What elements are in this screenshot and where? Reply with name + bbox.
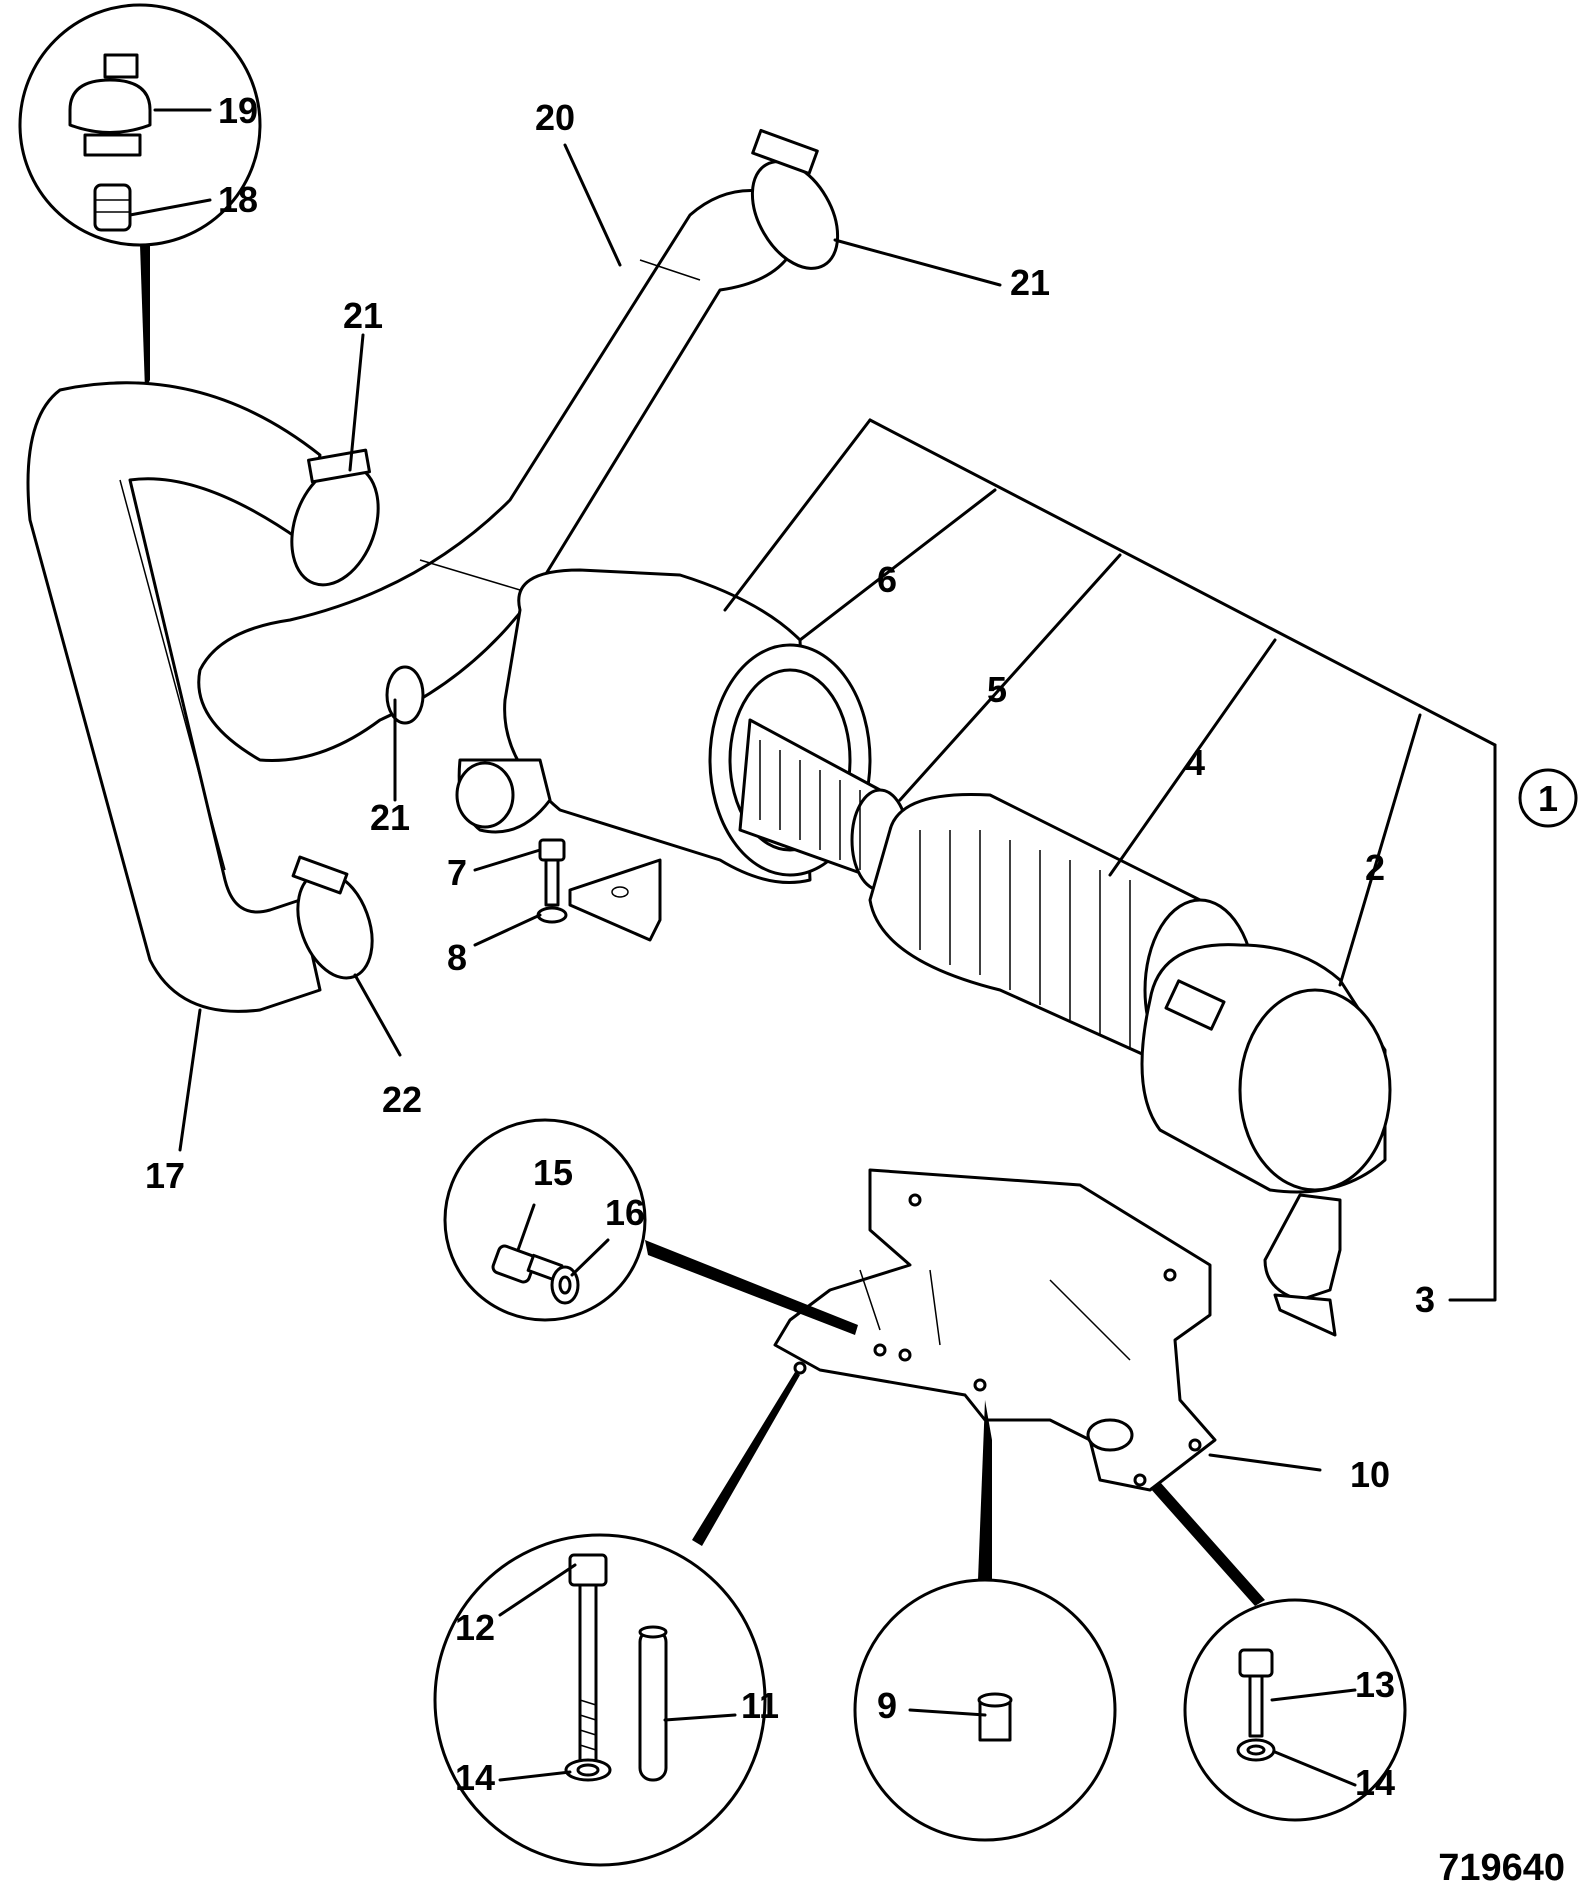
washer-8-icon — [536, 906, 568, 924]
callout-3: 3 — [1415, 1279, 1435, 1320]
callout-6: 6 — [877, 559, 897, 600]
adapter-fitting-icon — [93, 183, 132, 232]
hose-clamp-21-upper-right-icon — [750, 128, 840, 270]
callout-20: 20 — [535, 97, 575, 138]
air-cleaner-housing-icon — [455, 568, 872, 942]
callout-19: 19 — [218, 90, 258, 131]
callout-1: 1 — [1518, 768, 1578, 828]
hose-clamp-21-left-icon — [290, 448, 380, 587]
callout-14-right: 14 — [1355, 1762, 1395, 1803]
assembly-leader-lines — [723, 418, 1497, 1302]
callout-8: 8 — [447, 937, 467, 978]
callout-14-left: 14 — [455, 1757, 495, 1798]
callout-11: 11 — [741, 1685, 779, 1726]
detail-circle-15-16 — [443, 1118, 858, 1335]
inner-filter-element-icon — [738, 718, 910, 892]
callout-10: 10 — [1350, 1454, 1390, 1495]
callout-5: 5 — [987, 669, 1007, 710]
callout-7: 7 — [447, 852, 467, 893]
detail-circle-11-12-14 — [433, 1372, 800, 1867]
restriction-sensor-icon — [68, 53, 152, 157]
callout-18: 18 — [218, 179, 258, 220]
callout-21-right: 21 — [1010, 262, 1050, 303]
callout-17: 17 — [145, 1155, 185, 1196]
drawing-number: 719640 — [1438, 1847, 1565, 1889]
bolt-7-icon — [538, 838, 566, 907]
callout-21-lower: 21 — [370, 797, 410, 838]
callout-15: 15 — [533, 1152, 573, 1193]
callout-leader-lines — [128, 108, 1357, 1787]
hose-17-icon — [26, 381, 322, 1013]
hose-clamp-21-lower-icon — [385, 665, 425, 725]
callout-2: 2 — [1365, 847, 1385, 888]
mounting-bracket-icon — [773, 1168, 1217, 1492]
dust-valve-icon — [1263, 1193, 1342, 1337]
callout-21-upper-left: 21 — [343, 295, 383, 336]
cleaner-cover-icon — [1140, 943, 1392, 1194]
svg-text:1: 1 — [1538, 778, 1558, 819]
hose-20-icon — [197, 189, 802, 762]
hose-clamp-22-icon — [291, 855, 374, 980]
callout-9: 9 — [877, 1685, 897, 1726]
callout-12: 12 — [455, 1607, 495, 1648]
detail-circle-9 — [853, 1400, 1117, 1842]
callout-22: 22 — [382, 1079, 422, 1120]
callout-13: 13 — [1355, 1664, 1395, 1705]
callout-16: 16 — [605, 1192, 645, 1233]
callout-4: 4 — [1185, 742, 1205, 783]
detail-circle-13-14 — [1150, 1482, 1407, 1822]
